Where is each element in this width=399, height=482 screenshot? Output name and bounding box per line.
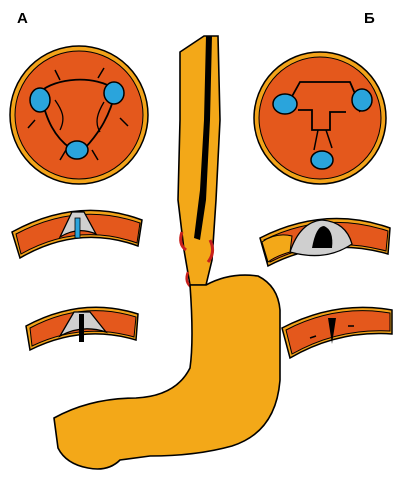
vein-lumen-icon <box>30 88 50 112</box>
vein-lumen-icon <box>352 89 372 111</box>
arc-section-b-middle <box>260 219 390 266</box>
cross-section-b-top <box>254 52 386 184</box>
cross-section-a-top <box>10 46 148 184</box>
vein-lumen-icon <box>311 151 333 169</box>
arc-section-a-lower <box>26 307 138 350</box>
arc-section-b-lower <box>282 307 392 358</box>
vein-lumen-icon <box>104 82 124 104</box>
vein-lumen-icon <box>273 94 297 114</box>
stomach <box>54 275 280 469</box>
vein-lumen-icon <box>66 141 88 159</box>
esophagus <box>178 36 220 288</box>
arc-section-a-middle <box>12 210 142 258</box>
